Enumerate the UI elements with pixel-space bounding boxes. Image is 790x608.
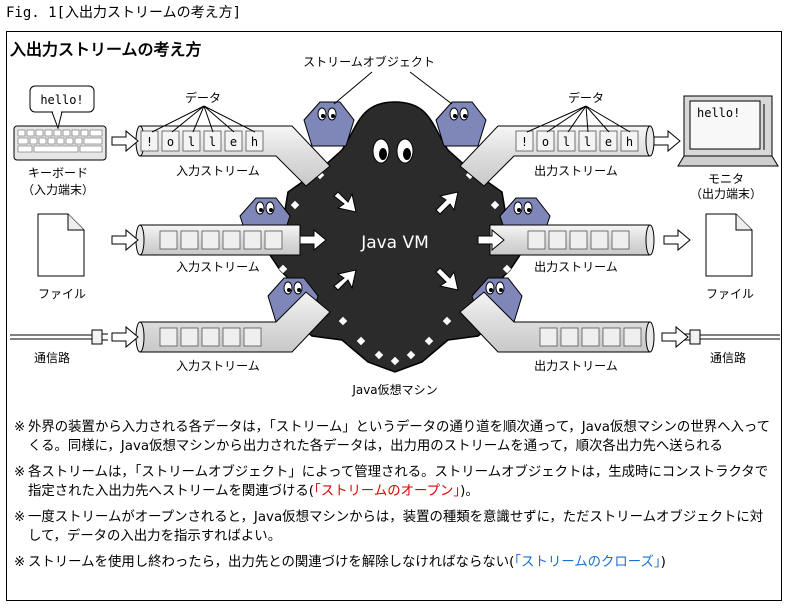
output-char-2: o	[542, 135, 549, 149]
note-2-text: 各ストリームは，「ストリームオブジェクト」によって管理される。ストリームオブジェ…	[28, 465, 769, 499]
hello-speech-bubble: hello!	[29, 85, 95, 130]
input-data-cells: ! o l l e h	[140, 130, 264, 152]
figure-caption: Fig. 1[入出力ストリームの考え方]	[6, 5, 242, 21]
output-stream-label-1: 出力ストリーム	[534, 164, 618, 178]
output-stream-label-3: 出力ストリーム	[534, 359, 618, 373]
note-4-text: ストリームを使用し終わったら，出力先との関連づけを解除しなければならない(	[28, 555, 515, 570]
output-char-5: e	[605, 135, 612, 149]
monitor-hello-text: hello!	[697, 106, 740, 120]
output-file-icon	[705, 213, 753, 277]
stream-object-label: ストリームオブジェクト	[303, 54, 435, 69]
input-char-3: l	[188, 135, 195, 149]
output-char-3: l	[563, 135, 570, 149]
monitor-label: モニタ	[708, 172, 744, 186]
output-data-cells: ! o l l e h	[515, 130, 639, 152]
keyboard-label: キーボード	[28, 166, 88, 180]
figure-heading: 入出力ストリームの考え方	[10, 40, 202, 59]
note-4: ※ ストリームを使用し終わったら，出力先との関連づけを解除しなければならない(「…	[14, 555, 666, 570]
input-char-4: l	[209, 135, 216, 149]
figure-frame	[6, 31, 782, 601]
notes-list: ※ 外界の装置から入力される各データは，「ストリーム」というデータの通り道を順次…	[14, 418, 774, 579]
output-network-cable	[684, 329, 780, 345]
note-3-text: 一度ストリームがオープンされると，Java仮想マシンからは，装置の種類を意識せず…	[28, 510, 764, 544]
input-stream-label-3: 入力ストリーム	[176, 359, 260, 373]
note-2-after: )。	[460, 484, 479, 499]
input-stream-label-1: 入力ストリーム	[176, 164, 260, 178]
input-file-label: ファイル	[38, 287, 86, 301]
output-data-label: データ	[568, 90, 604, 105]
input-char-1: !	[146, 135, 153, 149]
note-2: ※ 各ストリームは，「ストリームオブジェクト」によって管理される。ストリームオブ…	[14, 465, 769, 499]
input-stream-label-2: 入力ストリーム	[176, 260, 260, 274]
note-4-after: )	[660, 555, 666, 570]
monitor-sublabel: （出力端末）	[690, 187, 762, 201]
note-3: ※ 一度ストリームがオープンされると，Java仮想マシンからは，装置の種類を意識…	[14, 510, 764, 544]
flow-arrows	[111, 129, 691, 349]
pipe-cells	[159, 230, 642, 347]
keyboard-icon	[13, 125, 107, 161]
input-file-icon	[37, 213, 85, 277]
java-vm-caption: Java仮想マシン	[351, 382, 437, 397]
monitor-icon: hello!	[677, 95, 779, 167]
output-char-6: h	[626, 135, 633, 149]
java-vm-label: Java VM	[360, 233, 429, 253]
stream-object-eyes	[255, 107, 533, 295]
output-network-label: 通信路	[710, 350, 746, 365]
input-char-5: e	[230, 135, 237, 149]
input-network-cable	[10, 329, 108, 345]
input-char-2: o	[167, 135, 174, 149]
output-char-4: l	[584, 135, 591, 149]
note-1: ※ 外界の装置から入力される各データは，「ストリーム」というデータの通り道を順次…	[14, 420, 770, 454]
note-1-text: 外界の装置から入力される各データは，「ストリーム」というデータの通り道を順次通っ…	[28, 420, 770, 454]
input-char-6: h	[251, 135, 258, 149]
output-char-1: !	[521, 135, 528, 149]
vm-eyes	[372, 138, 414, 164]
note-2-highlight: 「ストリームのオープン」	[314, 484, 461, 499]
output-file-label: ファイル	[706, 287, 754, 301]
data-pointer-lines	[151, 71, 631, 133]
keyboard-sublabel: （入力端末）	[22, 183, 94, 197]
output-stream-label-2: 出力ストリーム	[534, 260, 618, 274]
input-data-label: データ	[185, 90, 221, 105]
input-network-label: 通信路	[34, 350, 70, 365]
note-4-highlight: 「ストリームのクローズ」	[514, 555, 661, 570]
keyboard-hello-text: hello!	[40, 93, 83, 107]
